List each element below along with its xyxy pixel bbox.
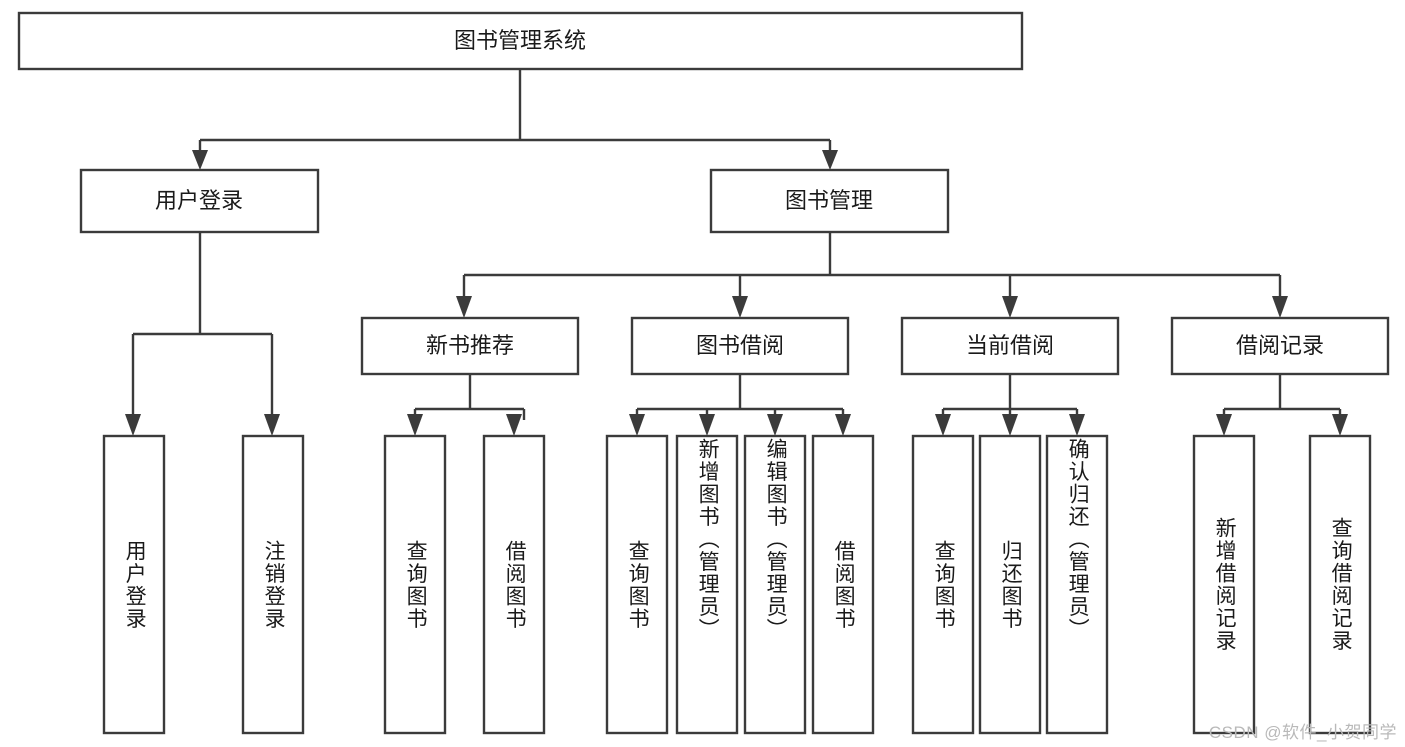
leaf-query-book-1-box[interactable]: [383, 434, 447, 735]
connector-group-user-login: [125, 233, 280, 436]
leaf-confirm-return-box[interactable]: [1045, 434, 1109, 735]
csdn-watermark: CSDN @软件_小贺同学: [1208, 723, 1397, 742]
connector-group-current-borrow: [935, 375, 1085, 436]
node-borrow-record-label: 借阅记录: [1236, 333, 1324, 358]
leaf-return-book-box[interactable]: [978, 434, 1042, 735]
connector-book-manage-bus: [462, 233, 1282, 302]
leaf-add-book-box[interactable]: [675, 434, 739, 735]
connector-new-book-rec-bus: [413, 375, 526, 420]
node-book-borrow-label: 图书借阅: [696, 333, 784, 358]
arrow-to-new-book-rec: [456, 296, 472, 318]
connector-group-book-manage: [456, 233, 1288, 318]
connector-current-borrow-bus: [941, 375, 1079, 420]
node-book-manage-box[interactable]: [709, 168, 950, 234]
node-book-manage[interactable]: 图书管理: [709, 168, 950, 234]
node-book-borrow[interactable]: 图书借阅: [630, 316, 850, 376]
arrow-to-leaf-borrow-book-2: [835, 414, 851, 436]
arrow-to-leaf-query-book-2: [629, 414, 645, 436]
leaf-query-record-box[interactable]: [1308, 434, 1372, 735]
leaf-boxes-borrow-record: [1192, 434, 1372, 735]
arrow-to-leaf-add-record: [1216, 414, 1232, 436]
connector-root-bus: [198, 69, 832, 156]
node-user-login[interactable]: 用户登录: [79, 168, 320, 234]
node-current-borrow[interactable]: 当前借阅: [900, 316, 1120, 376]
leaf-query-book-3-box[interactable]: [911, 434, 975, 735]
arrow-to-book-manage: [822, 150, 838, 170]
connector-group-borrow-record: [1216, 375, 1348, 436]
node-current-borrow-box[interactable]: [900, 316, 1120, 376]
connector-group-root: [192, 69, 838, 170]
connector-group-book-borrow: [629, 375, 851, 436]
arrow-to-leaf-query-book-1: [407, 414, 423, 436]
node-root[interactable]: 图书管理系统: [17, 11, 1024, 71]
arrow-to-user-login: [192, 150, 208, 170]
leaf-add-record-box[interactable]: [1192, 434, 1256, 735]
leaf-edit-book-box[interactable]: [743, 434, 807, 735]
arrow-to-leaf-return-book: [1002, 414, 1018, 436]
arrow-to-borrow-record: [1272, 296, 1288, 318]
node-user-login-label: 用户登录: [155, 188, 243, 213]
node-root-label: 图书管理系统: [454, 28, 586, 53]
node-user-login-box[interactable]: [79, 168, 320, 234]
connector-book-borrow-bus: [635, 375, 845, 420]
node-borrow-record[interactable]: 借阅记录: [1170, 316, 1390, 376]
leaf-boxes-new-book-rec: [383, 434, 546, 735]
leaf-boxes-user-login: [102, 434, 305, 735]
node-root-box[interactable]: [17, 11, 1024, 71]
node-new-book-rec-label: 新书推荐: [426, 333, 514, 358]
arrow-to-leaf-logout: [264, 414, 280, 436]
node-book-manage-label: 图书管理: [785, 188, 873, 213]
arrow-to-leaf-borrow-book-1: [506, 414, 522, 436]
connector-group-new-book-rec: [407, 375, 526, 436]
leaf-query-book-2-box[interactable]: [605, 434, 669, 735]
arrow-to-current-borrow: [1002, 296, 1018, 318]
leaf-user-login-box[interactable]: [102, 434, 166, 735]
leaf-boxes-current-borrow: [911, 434, 1109, 735]
arrow-to-leaf-add-book: [699, 414, 715, 436]
connector-borrow-record-bus: [1222, 375, 1342, 420]
arrow-to-leaf-edit-book: [767, 414, 783, 436]
arrow-to-leaf-query-book-3: [935, 414, 951, 436]
arrow-to-leaf-confirm-return: [1069, 414, 1085, 436]
connector-user-login-bus: [131, 233, 274, 420]
node-new-book-rec-box[interactable]: [360, 316, 580, 376]
node-current-borrow-label: 当前借阅: [966, 333, 1054, 358]
arrow-to-book-borrow: [732, 296, 748, 318]
node-borrow-record-box[interactable]: [1170, 316, 1390, 376]
leaf-boxes-book-borrow: [605, 434, 875, 735]
node-new-book-rec[interactable]: 新书推荐: [360, 316, 580, 376]
leaf-logout-box[interactable]: [241, 434, 305, 735]
arrow-to-leaf-user-login: [125, 414, 141, 436]
leaf-borrow-book-1-box[interactable]: [482, 434, 546, 735]
leaf-borrow-book-2-box[interactable]: [811, 434, 875, 735]
arrow-to-leaf-query-record: [1332, 414, 1348, 436]
node-book-borrow-box[interactable]: [630, 316, 850, 376]
